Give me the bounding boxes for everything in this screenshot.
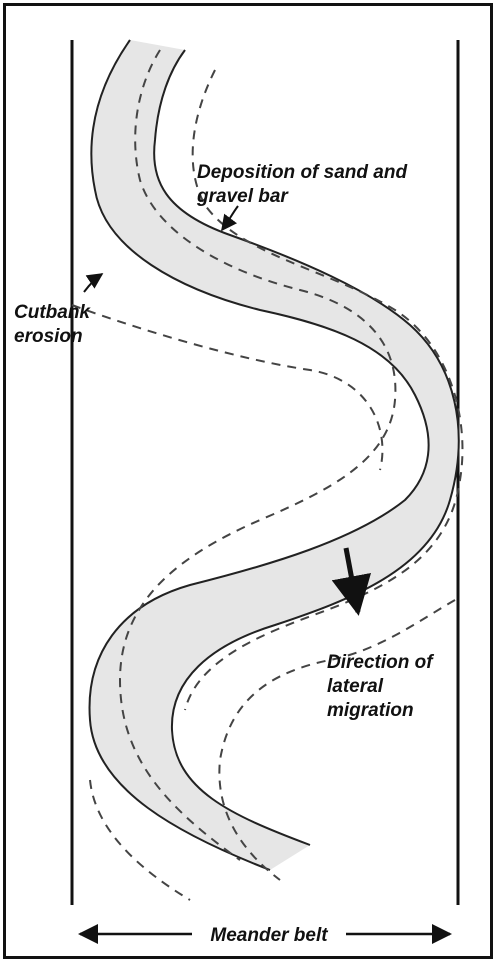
cutbank-label-line1: Cutbank (14, 302, 91, 323)
direction-label-line3: migration (327, 700, 414, 721)
deposition-pointer (222, 206, 238, 230)
cutbank-label-line2: erosion (14, 326, 83, 347)
deposition-label-line1: Deposition of sand and (197, 162, 407, 183)
deposition-label-line2: gravel bar (196, 186, 289, 207)
direction-label-line2: lateral (327, 676, 384, 697)
cutbank-pointer (84, 274, 102, 292)
meander-belt-label: Meander belt (210, 925, 328, 946)
direction-label-line1: Direction of (327, 652, 434, 673)
